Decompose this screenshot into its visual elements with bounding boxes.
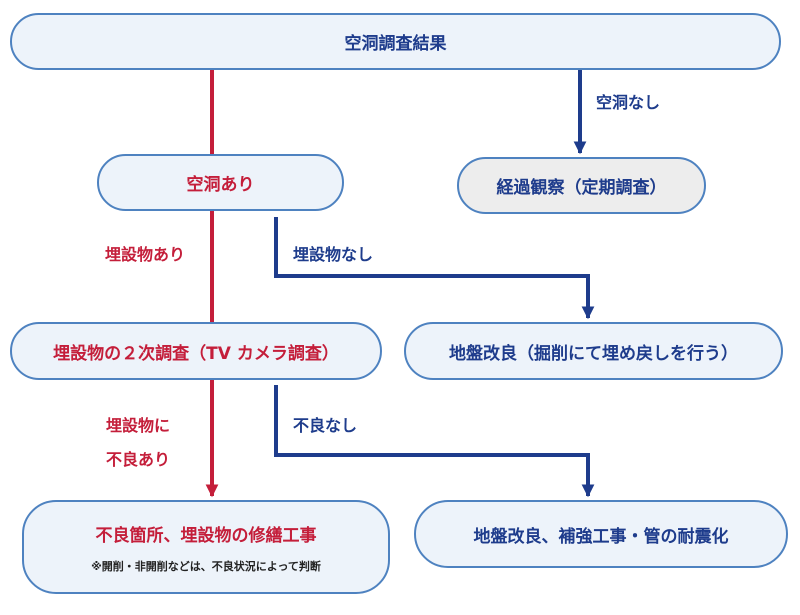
edge-label-no-defect: 不良なし [293,416,358,435]
node-observation: 経過観察（定期調査） [457,157,706,214]
edge-label-buried-yes: 埋設物あり [105,245,186,264]
edge-label-defect-line2: 不良あり [106,450,171,469]
node-observation-label: 経過観察（定期調査） [496,178,667,198]
node-survey-result-label: 空洞調査結果 [344,34,447,54]
node-secondary-survey-label: 埋設物の２次調査（TV カメラ調査） [53,343,339,364]
node-cavity-yes: 空洞あり [97,154,344,211]
edge-label-defect-line1: 埋設物に [106,416,171,435]
node-secondary-survey: 埋設物の２次調査（TV カメラ調査） [10,322,382,380]
edge-label-no-cavity: 空洞なし [596,93,661,112]
node-repair-work-note: ※開削・非開削などは、不良状況によって判断 [91,559,321,573]
blue-arrow-cavity-to-improve1 [274,217,595,320]
node-ground-improvement-1: 地盤改良（掘削にて埋め戻しを行う） [404,322,783,380]
node-ground-improvement-2-label: 地盤改良、補強工事・管の耐震化 [473,526,729,547]
node-ground-improvement-2: 地盤改良、補強工事・管の耐震化 [414,500,788,568]
node-repair-work-label: 不良箇所、埋設物の修繕工事 [95,525,317,546]
blue-arrow-second-to-improve2 [274,385,595,498]
node-ground-improvement-1-label: 地盤改良（掘削にて埋め戻しを行う） [449,343,738,364]
node-cavity-yes-label: 空洞あり [186,175,255,195]
node-survey-result: 空洞調査結果 [10,13,781,70]
edge-label-buried-no: 埋設物なし [293,245,374,264]
node-repair-work: 不良箇所、埋設物の修繕工事 ※開削・非開削などは、不良状況によって判断 [22,500,390,594]
